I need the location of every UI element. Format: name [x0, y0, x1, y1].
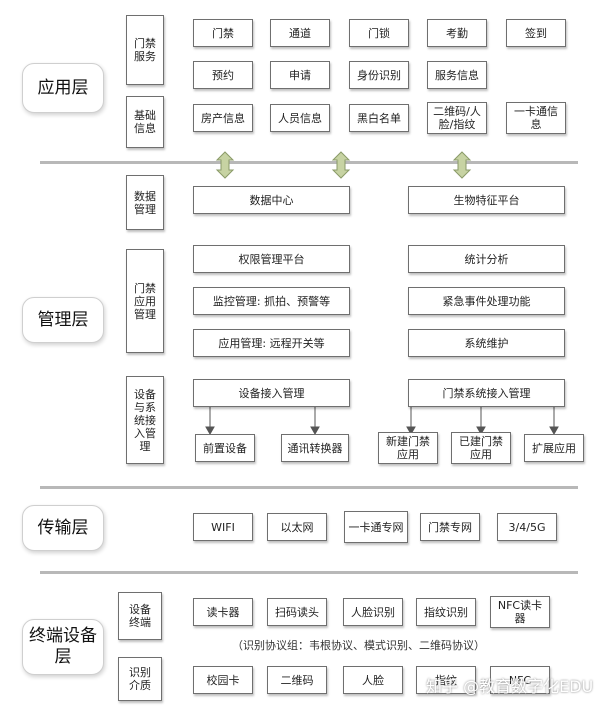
category-label: 识别介质: [129, 666, 151, 692]
node-existing-access-app: 已建门禁应用: [451, 432, 511, 464]
node-qr-face-fingerprint: 二维码/人脸/指纹: [427, 102, 487, 134]
node-nfc: NFC: [490, 666, 550, 694]
node-new-access-app: 新建门禁应用: [378, 432, 438, 464]
node-app-mgmt: 应用管理: 远程开关等: [193, 329, 350, 357]
double-arrow-icon: [331, 151, 351, 179]
category-label: 基础信息: [134, 109, 156, 135]
arrowhead: [549, 426, 559, 436]
category-access-service: 门禁服务: [126, 15, 164, 85]
category-basic-info: 基础信息: [126, 96, 164, 148]
separator-line: [40, 161, 578, 164]
node-monitoring-mgmt: 监控管理: 抓拍、预警等: [193, 287, 350, 315]
category-data-mgmt: 数据管理: [126, 175, 164, 230]
arrowhead: [406, 426, 416, 436]
arrowhead: [205, 426, 215, 436]
node-extended-app: 扩展应用: [524, 434, 584, 462]
protocol-note: （识别协议组：韦根协议、模式识别、二维码协议）: [232, 639, 485, 652]
node-face: 人脸: [343, 666, 403, 694]
node-application: 申请: [270, 61, 330, 89]
node-property-info: 房产信息: [193, 104, 253, 132]
node-attendance: 考勤: [427, 19, 487, 47]
layer-label-management: 管理层: [22, 297, 104, 343]
node-statistics: 统计分析: [408, 245, 565, 273]
node-qr-reader: 扫码读头: [267, 598, 327, 626]
node-channel: 通道: [270, 19, 330, 47]
node-fingerprint-recognition: 指纹识别: [416, 598, 476, 626]
node-access-system-access: 门禁系统接入管理: [408, 379, 565, 407]
node-qr-code: 二维码: [267, 666, 327, 694]
node-access-network: 门禁专网: [420, 513, 480, 541]
node-permission-platform: 权限管理平台: [193, 245, 350, 273]
arrowhead: [476, 426, 486, 436]
node-face-recognition: 人脸识别: [343, 598, 403, 626]
watermark: 知乎 @教育数字化EDU: [426, 677, 594, 696]
layer-label-application: 应用层: [22, 63, 104, 113]
node-card-network: 一卡通专网: [344, 511, 408, 543]
category-label: 门禁应用管理: [134, 281, 156, 321]
node-reservation: 预约: [193, 61, 253, 89]
node-access-control: 门禁: [193, 19, 253, 47]
node-door-lock: 门锁: [349, 19, 409, 47]
category-device-access-mgmt: 设备与系统接入管理: [126, 376, 164, 464]
node-card-reader: 读卡器: [193, 598, 253, 626]
arrowhead: [310, 426, 320, 436]
layer-label-terminal: 终端设备层: [22, 619, 104, 675]
node-sign-in: 签到: [506, 19, 566, 47]
category-label: 设备与系统接入管理: [134, 387, 156, 453]
node-comm-converter: 通讯转换器: [281, 434, 349, 462]
node-ethernet: 以太网: [267, 513, 327, 541]
double-arrow-icon: [452, 151, 472, 179]
category-access-app-mgmt: 门禁应用管理: [126, 249, 164, 353]
node-biometric-platform: 生物特征平台: [408, 186, 565, 214]
node-nfc-reader: NFC读卡器: [490, 596, 550, 628]
node-device-access: 设备接入管理: [193, 379, 350, 407]
separator-line: [40, 571, 578, 574]
node-identity-recognition: 身份识别: [349, 61, 409, 89]
layer-label-transport: 传输层: [22, 505, 104, 551]
category-label: 门禁服务: [134, 37, 156, 63]
category-label: 数据管理: [134, 189, 156, 216]
category-recognition-media: 识别介质: [118, 657, 162, 701]
node-data-center: 数据中心: [193, 186, 350, 214]
node-system-maintenance: 系统维护: [408, 329, 565, 357]
node-card-info: 一卡通信息: [506, 102, 566, 134]
node-emergency-handling: 紧急事件处理功能: [408, 287, 565, 315]
node-black-white-list: 黑白名单: [349, 104, 409, 132]
node-cellular: 3/4/5G: [497, 513, 557, 541]
category-device-terminal: 设备终端: [118, 592, 162, 640]
separator-line: [40, 486, 578, 489]
node-fingerprint: 指纹: [416, 666, 476, 694]
node-front-device: 前置设备: [195, 434, 255, 462]
category-label: 设备终端: [129, 603, 151, 629]
node-personnel-info: 人员信息: [270, 104, 330, 132]
double-arrow-icon: [215, 151, 235, 179]
node-campus-card: 校园卡: [193, 666, 253, 694]
node-service-info: 服务信息: [427, 61, 487, 89]
node-wifi: WIFI: [193, 513, 253, 541]
